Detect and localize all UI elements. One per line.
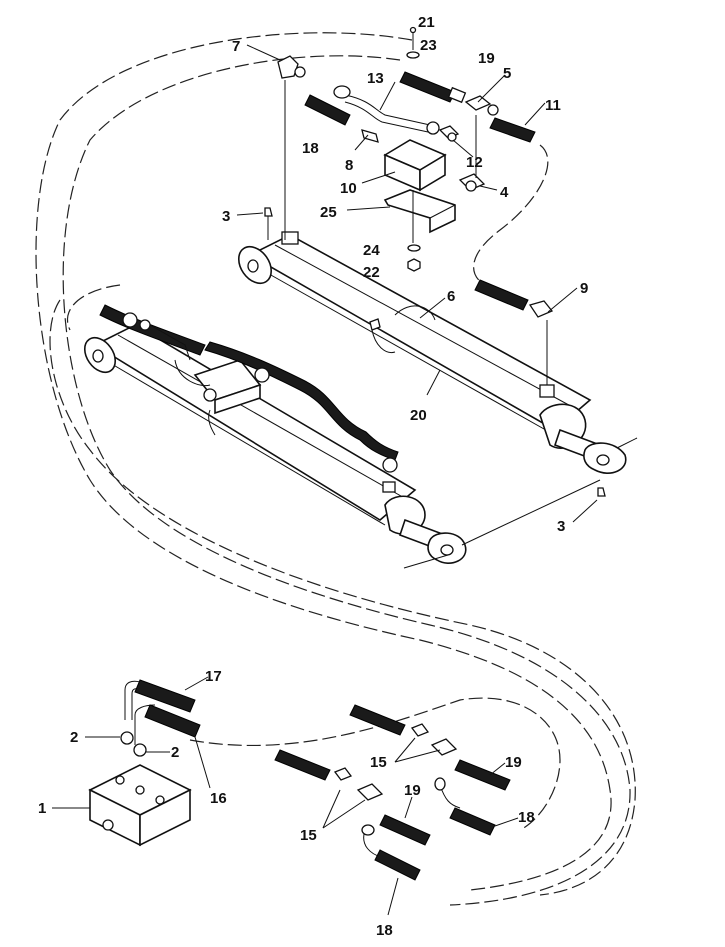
- callout-19: 19: [505, 754, 522, 771]
- callout-18: 18: [376, 922, 393, 939]
- callout-21: 21: [418, 14, 435, 31]
- top-valve-block-assembly: [264, 26, 606, 497]
- callout-10: 10: [340, 180, 357, 197]
- callout-3: 3: [557, 518, 565, 535]
- callout-13: 13: [367, 70, 384, 87]
- lower-cylinder-assembled: [83, 304, 601, 569]
- callout-19: 19: [478, 50, 495, 67]
- callout-17: 17: [205, 668, 222, 685]
- callout-4: 4: [500, 184, 509, 201]
- callout-2: 2: [171, 744, 179, 761]
- callout-19: 19: [404, 782, 421, 799]
- callout-16: 16: [210, 790, 227, 807]
- callout-20: 20: [410, 407, 427, 424]
- leader-lines: [52, 44, 598, 916]
- callout-11: 11: [545, 97, 561, 114]
- callout-9: 9: [580, 280, 588, 297]
- callout-6: 6: [447, 288, 455, 305]
- callout-22: 22: [363, 264, 380, 281]
- bottom-control-valve-assembly: [88, 679, 511, 881]
- callout-1: 1: [38, 800, 46, 817]
- callout-5: 5: [503, 65, 511, 82]
- callout-7: 7: [232, 38, 240, 55]
- callout-18: 18: [302, 140, 319, 157]
- callout-15: 15: [370, 754, 387, 771]
- hose-routing-dashed-lines: [35, 32, 636, 906]
- upper-cylinder: [237, 231, 638, 474]
- callout-8: 8: [345, 157, 353, 174]
- part-callouts: 21 23 7 19 5 13 11 18 12 8 10 4 3 25 24 …: [38, 14, 588, 939]
- callout-12: 12: [466, 154, 483, 171]
- callout-18: 18: [518, 809, 535, 826]
- callout-24: 24: [363, 242, 380, 259]
- callout-15: 15: [300, 827, 317, 844]
- callout-2: 2: [70, 729, 78, 746]
- callout-25: 25: [320, 204, 337, 221]
- callout-3: 3: [222, 208, 230, 225]
- callout-23: 23: [420, 37, 437, 54]
